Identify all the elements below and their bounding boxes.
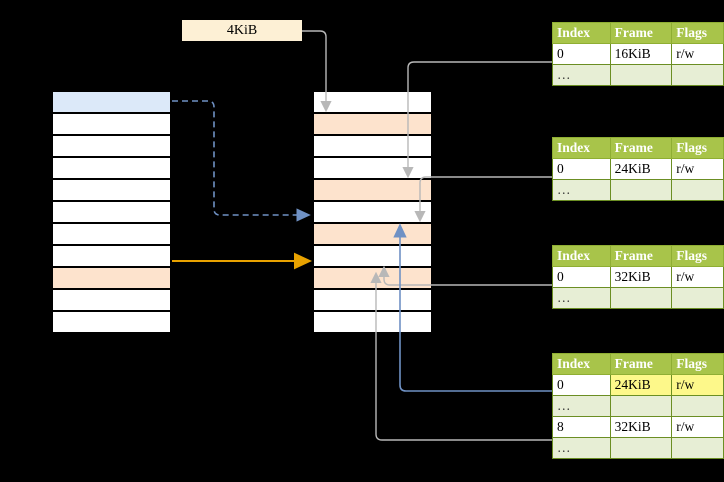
cell-index: …: [552, 395, 611, 417]
physical-row-row-4: [313, 179, 432, 201]
physical-row-row-8: [313, 267, 432, 289]
table-row: …: [552, 64, 724, 86]
physical-row-row-6: [313, 223, 432, 245]
physical-row-row-5: [313, 201, 432, 223]
physical-row-row-7: [313, 245, 432, 267]
column-header-frame: Frame: [609, 22, 673, 44]
virtual-row-row-4: [52, 179, 171, 201]
column-header-flags: Flags: [671, 245, 724, 267]
virtual-row-row-3: [52, 157, 171, 179]
cell-index: 0: [552, 374, 611, 396]
cell-frame: 24KiB: [609, 158, 673, 180]
cell-index: …: [552, 437, 611, 459]
column-header-flags: Flags: [671, 22, 724, 44]
column-header-index: Index: [552, 22, 611, 44]
virtual-row-row-0: [52, 91, 171, 113]
cell-flags: r/w: [671, 416, 724, 438]
column-header-frame: Frame: [609, 245, 673, 267]
column-header-frame: Frame: [609, 137, 673, 159]
table-row: …: [552, 437, 724, 459]
offset-label-box: 4KiB: [182, 20, 302, 41]
cell-frame: [609, 437, 673, 459]
virtual-row-row-10: [52, 311, 171, 333]
cell-frame: 24KiB: [609, 374, 673, 396]
cell-frame: 32KiB: [609, 416, 673, 438]
physical-row-row-2: [313, 135, 432, 157]
cell-flags: r/w: [671, 266, 724, 288]
physical-row-row-3: [313, 157, 432, 179]
virtual-address-space-column: [51, 90, 172, 334]
cell-frame: 16KiB: [609, 43, 673, 65]
cell-flags: r/w: [671, 374, 724, 396]
physical-memory-column: [312, 90, 433, 334]
cell-index: 8: [552, 416, 611, 438]
cell-flags: [671, 395, 724, 417]
virtual-row-row-5: [52, 201, 171, 223]
cell-frame: [609, 179, 673, 201]
column-header-flags: Flags: [671, 353, 724, 375]
column-header-index: Index: [552, 353, 611, 375]
table-row: …: [552, 395, 724, 417]
cell-frame: [609, 395, 673, 417]
physical-row-row-9: [313, 289, 432, 311]
cell-frame: 32KiB: [609, 266, 673, 288]
physical-row-row-1: [313, 113, 432, 135]
physical-row-row-0: [313, 91, 432, 113]
cell-index: 0: [552, 266, 611, 288]
virtual-row-row-2: [52, 135, 171, 157]
virtual-row-row-7: [52, 245, 171, 267]
physical-row-row-10: [313, 311, 432, 333]
column-header-index: Index: [552, 137, 611, 159]
cell-frame: [609, 64, 673, 86]
cell-flags: r/w: [671, 43, 724, 65]
column-header-frame: Frame: [609, 353, 673, 375]
cell-flags: [671, 179, 724, 201]
cell-index: 0: [552, 43, 611, 65]
cell-index: …: [552, 287, 611, 309]
cell-frame: [609, 287, 673, 309]
virtual-row-row-1: [52, 113, 171, 135]
cell-index: …: [552, 179, 611, 201]
virtual-row-row-6: [52, 223, 171, 245]
virtual-row-row-8: [52, 267, 171, 289]
cell-flags: [671, 287, 724, 309]
virtual-row-row-9: [52, 289, 171, 311]
cell-index: …: [552, 64, 611, 86]
cell-index: 0: [552, 158, 611, 180]
cell-flags: [671, 437, 724, 459]
cell-flags: [671, 64, 724, 86]
column-header-flags: Flags: [671, 137, 724, 159]
table-row: …: [552, 287, 724, 309]
column-header-index: Index: [552, 245, 611, 267]
cell-flags: r/w: [671, 158, 724, 180]
table-row: …: [552, 179, 724, 201]
